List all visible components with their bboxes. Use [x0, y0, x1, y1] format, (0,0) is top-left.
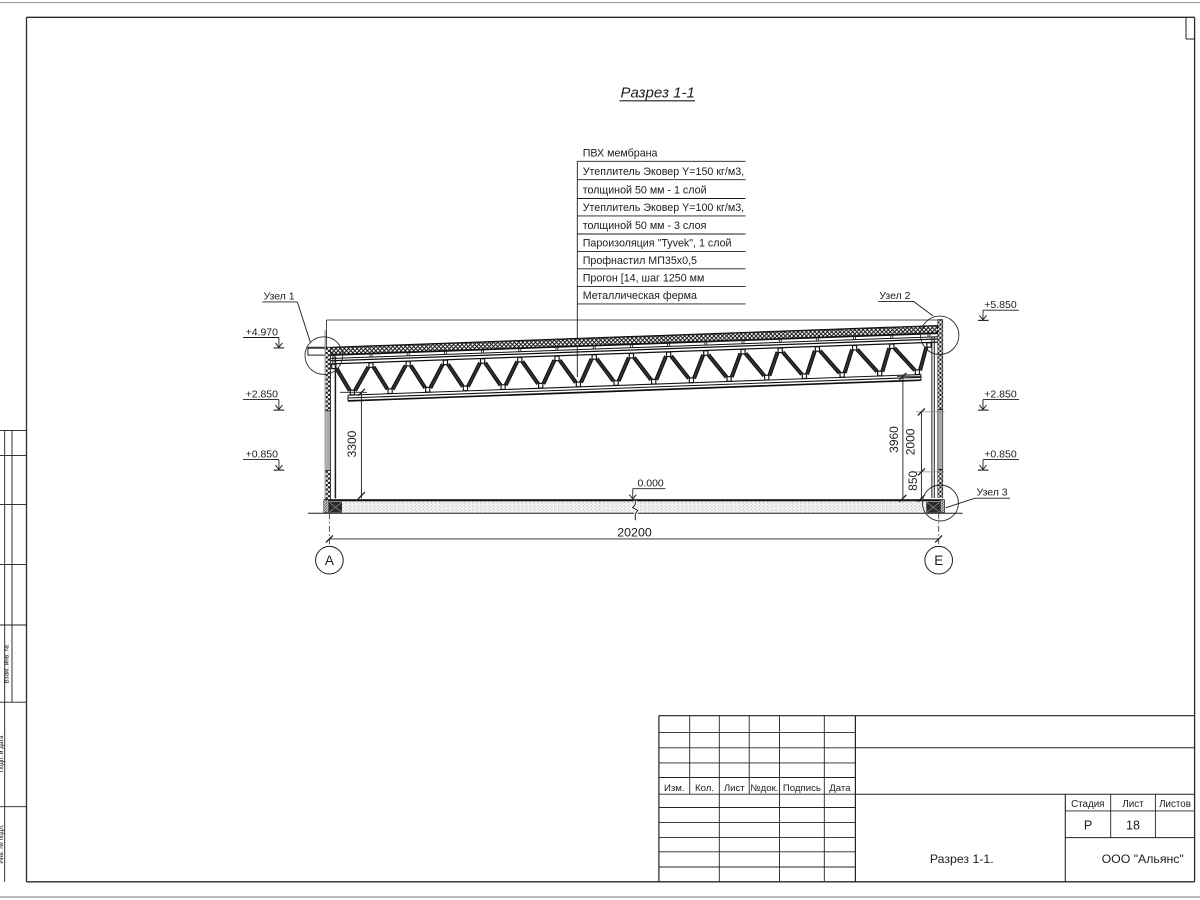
svg-text:Листов: Листов [1159, 799, 1191, 810]
svg-text:ПВХ мембрана: ПВХ мембрана [583, 148, 658, 160]
svg-text:Лист: Лист [1122, 799, 1144, 810]
svg-text:Узел 3: Узел 3 [977, 486, 1008, 498]
svg-text:Утеплитель Эковер Y=100 кг/м3,: Утеплитель Эковер Y=100 кг/м3, [583, 202, 744, 214]
svg-text:Инв. № подл.: Инв. № подл. [0, 824, 5, 863]
svg-text:0.000: 0.000 [638, 477, 664, 489]
svg-text:Изм.: Изм. [664, 783, 685, 794]
svg-text:850: 850 [906, 470, 920, 490]
svg-text:18: 18 [1126, 819, 1140, 833]
svg-text:Подп. и дата: Подп. и дата [0, 735, 5, 773]
svg-text:Кол.: Кол. [695, 783, 714, 794]
svg-text:Металлическая ферма: Металлическая ферма [583, 290, 697, 302]
svg-text:Прогон [14, шаг 1250 мм: Прогон [14, шаг 1250 мм [583, 273, 705, 285]
svg-text:Лист: Лист [724, 783, 745, 794]
svg-text:Разрез 1-1.: Разрез 1-1. [930, 852, 994, 866]
svg-text:ООО "Альянс": ООО "Альянс" [1102, 852, 1184, 866]
svg-text:Стадия: Стадия [1071, 799, 1104, 810]
svg-text:А: А [325, 553, 334, 568]
svg-text:Профнастил МП35х0,5: Профнастил МП35х0,5 [583, 255, 697, 267]
svg-text:3300: 3300 [345, 430, 359, 457]
svg-text:Разрез 1-1: Разрез 1-1 [621, 85, 695, 102]
svg-text:Взам. инв. №: Взам. инв. № [4, 644, 11, 683]
svg-text:Е: Е [934, 553, 943, 568]
svg-text:№док.: №док. [750, 783, 778, 794]
svg-text:3960: 3960 [887, 426, 901, 453]
svg-text:20200: 20200 [617, 526, 652, 540]
svg-text:Дата: Дата [829, 783, 851, 794]
svg-text:Узел 1: Узел 1 [264, 290, 295, 302]
svg-text:толщиной 50 мм - 1 слой: толщиной 50 мм - 1 слой [583, 185, 707, 197]
svg-text:Р: Р [1084, 819, 1092, 833]
svg-text:Подпись: Подпись [783, 783, 821, 794]
svg-text:+0.850: +0.850 [246, 448, 279, 460]
svg-text:Утеплитель Эковер Y=150 кг/м3,: Утеплитель Эковер Y=150 кг/м3, [583, 166, 744, 178]
svg-text:Пароизоляция "Tyvek", 1 слой: Пароизоляция "Tyvek", 1 слой [583, 238, 732, 250]
svg-text:2000: 2000 [904, 428, 918, 455]
svg-text:+5.850: +5.850 [984, 299, 1017, 311]
svg-text:Узел 2: Узел 2 [879, 290, 910, 302]
svg-text:+2.850: +2.850 [246, 388, 279, 400]
svg-text:толщиной 50 мм - 3 слоя: толщиной 50 мм - 3 слоя [583, 220, 707, 232]
svg-text:+0.850: +0.850 [984, 448, 1017, 460]
svg-text:+2.850: +2.850 [984, 388, 1017, 400]
svg-text:+4.970: +4.970 [246, 326, 279, 338]
